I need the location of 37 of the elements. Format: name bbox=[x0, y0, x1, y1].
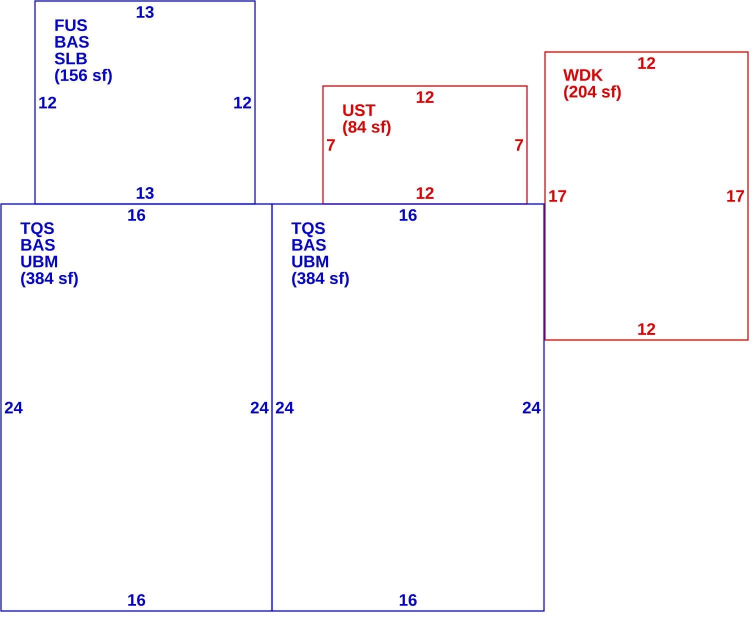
dimension-label: 12 bbox=[638, 57, 656, 69]
room-label: FUS BAS SLB (156 sf) bbox=[54, 19, 112, 84]
dimension-label: 24 bbox=[250, 402, 269, 414]
room-label: TQS BAS UBM (384 sf) bbox=[20, 222, 78, 288]
dimension-label: 12 bbox=[234, 96, 252, 108]
dimension-label: 7 bbox=[326, 139, 335, 151]
dimension-label: 16 bbox=[128, 594, 146, 606]
node-label: (156 sf) bbox=[55, 68, 112, 84]
node-label: (384 sf) bbox=[21, 272, 78, 288]
dimension-label: 17 bbox=[727, 190, 744, 202]
node-label: FUS bbox=[55, 19, 87, 32]
node-label: BAS bbox=[55, 36, 89, 48]
node-label: TQS bbox=[291, 222, 325, 238]
room-label: UST (84 sf) bbox=[343, 104, 390, 136]
node-label: BAS bbox=[292, 238, 326, 251]
node-label: BAS bbox=[21, 238, 55, 251]
dimension-label: 13 bbox=[136, 6, 154, 18]
room-label: TQS BAS UBM (384 sf) bbox=[291, 222, 349, 288]
dimension-label: 12 bbox=[39, 96, 56, 108]
dimension-label: 24 bbox=[4, 402, 23, 414]
dimension-label: 12 bbox=[638, 323, 656, 335]
dimension-label: 12 bbox=[416, 187, 434, 199]
dimension-label: 7 bbox=[515, 139, 523, 151]
node-label: UBM bbox=[21, 256, 58, 268]
node-label: UBM bbox=[292, 256, 328, 268]
dimension-label: 16 bbox=[128, 209, 146, 221]
dimension-label: 16 bbox=[400, 594, 417, 606]
dimension-label: 17 bbox=[549, 190, 566, 202]
dimension-label: 24 bbox=[522, 402, 541, 414]
room-label: WDK (204 sf) bbox=[563, 69, 621, 101]
node-label: TQS bbox=[20, 222, 54, 238]
dimension-label: 16 bbox=[400, 209, 417, 221]
dimension-label: 24 bbox=[276, 402, 294, 414]
node-label: SLB bbox=[54, 52, 87, 64]
dimension-label: 13 bbox=[136, 187, 154, 199]
node-label: (384 sf) bbox=[292, 272, 349, 288]
dimension-label: 12 bbox=[416, 91, 434, 103]
